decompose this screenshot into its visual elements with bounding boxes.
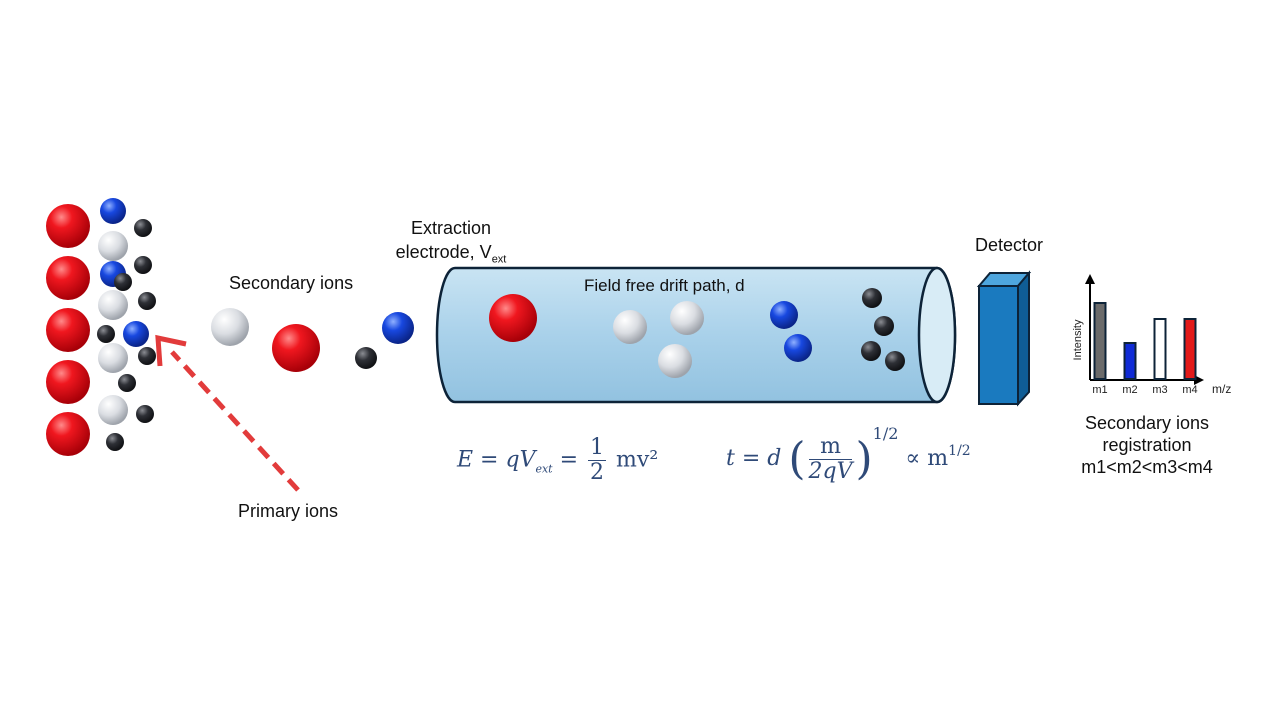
time-eq-prop-power: 1/2 (948, 443, 971, 459)
red-ion (46, 204, 90, 248)
dark-ion (355, 347, 377, 369)
blue-ion (770, 301, 798, 329)
white-ion (98, 290, 128, 320)
intensity-axis-label: Intensity (1072, 319, 1084, 361)
dark-ion (861, 341, 881, 361)
dark-ion (134, 256, 152, 274)
white-ion (670, 301, 704, 335)
energy-eq-lhs: E = qV (457, 447, 536, 473)
mass-spectrum-chart: m1 m2 m3 m4 (1085, 274, 1204, 396)
time-eq-fraction: m 2qV (808, 434, 853, 484)
white-ion (613, 310, 647, 344)
blue-ion (123, 321, 149, 347)
dark-ion (97, 325, 115, 343)
blue-ion (784, 334, 812, 362)
white-ion (98, 343, 128, 373)
primary-ions-label: Primary ions (238, 501, 339, 521)
spectrum-peak-m3 (1153, 318, 1167, 380)
time-frac-den: 2qV (808, 458, 853, 484)
energy-frac-num: 1 (588, 435, 607, 461)
registration-line1: Secondary ions (1084, 413, 1210, 433)
extraction-electrode-label: Extraction electrode, Vext (388, 216, 514, 272)
sample-surface (46, 198, 156, 456)
primary-ion-arrow (155, 334, 300, 492)
time-eq-prop: ∝ m (905, 446, 949, 471)
emitted-secondary-ions (211, 308, 414, 372)
dark-ion (862, 288, 882, 308)
white-ion (658, 344, 692, 378)
detector-label: Detector (975, 235, 1044, 255)
red-ion (46, 360, 90, 404)
spectrum-y-arrowhead (1085, 274, 1095, 284)
spectrum-peak-m4 (1183, 318, 1197, 380)
extraction-label-text: electrode, V (395, 242, 492, 262)
white-ion (98, 395, 128, 425)
spectrum-tick-label-m2: m2 (1122, 384, 1137, 396)
red-ion (489, 294, 537, 342)
registration-line3: m1<m2<m3<m4 (1081, 457, 1213, 477)
extraction-label-sub: ext (491, 253, 507, 266)
dark-ion (118, 374, 136, 392)
spectrum-peak-m1 (1093, 302, 1107, 380)
extraction-label-line1: Extraction (410, 218, 492, 238)
red-ion (46, 308, 90, 352)
spectrum-peak-m2 (1123, 342, 1137, 380)
dark-ion (138, 292, 156, 310)
energy-eq-rhs: mv² (616, 447, 659, 473)
dark-ion (136, 405, 154, 423)
dark-ion (134, 219, 152, 237)
blue-ion (100, 198, 126, 224)
spectrum-tick-label-m1: m1 (1092, 384, 1107, 396)
dark-ion (138, 347, 156, 365)
white-ion (211, 308, 249, 346)
energy-frac-den: 2 (590, 460, 605, 485)
red-ion (46, 256, 90, 300)
spectrum-tick-label-m3: m3 (1152, 384, 1167, 396)
energy-equation: E = qVext = 1 2 mv² (457, 436, 658, 485)
detector-block (976, 270, 1032, 407)
dark-ion (114, 273, 132, 291)
extraction-label-line2: electrode, Vext (388, 240, 514, 272)
drift-tube (435, 266, 957, 404)
drifting-ions (489, 288, 905, 378)
dark-ion (874, 316, 894, 336)
time-eq-power: 1/2 (872, 424, 899, 443)
time-equation: t = d ( m 2qV )1/2 ∝ m1/2 (726, 424, 971, 485)
dark-ion (106, 433, 124, 451)
registration-label: Secondary ions registration m1<m2<m3<m4 (1062, 412, 1232, 478)
drift-path-label: Field free drift path, d (584, 276, 745, 295)
registration-line2: registration (1102, 435, 1192, 455)
energy-eq-fraction: 1 2 (588, 435, 607, 485)
dark-ion (885, 351, 905, 371)
white-ion (98, 231, 128, 261)
time-eq-lhs: t = d (726, 446, 782, 471)
mz-axis-label: m/z (1212, 382, 1232, 396)
blue-ion (382, 312, 414, 344)
spectrum-tick-label-m4: m4 (1182, 384, 1197, 396)
red-ion (272, 324, 320, 372)
secondary-ions-label: Secondary ions (229, 273, 354, 293)
time-frac-num: m (808, 434, 853, 460)
red-ion (46, 412, 90, 456)
energy-eq-sub: ext (535, 461, 553, 475)
energy-eq-equals: = (559, 447, 579, 473)
